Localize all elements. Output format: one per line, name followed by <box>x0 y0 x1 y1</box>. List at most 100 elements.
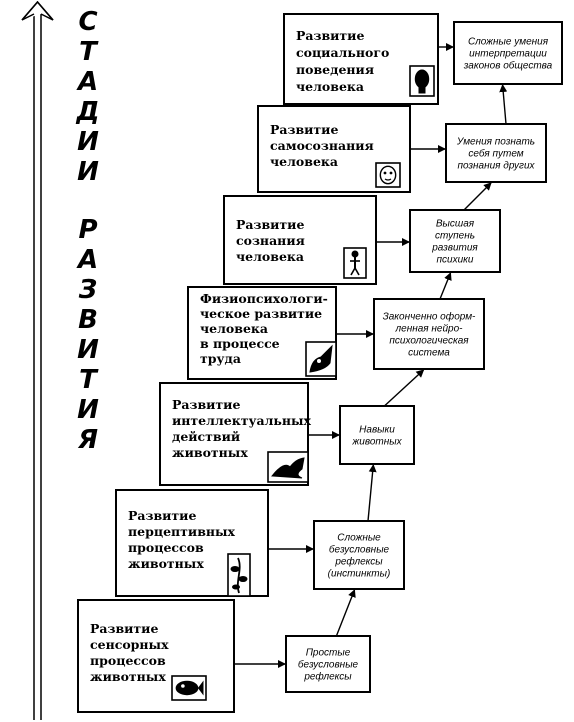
vertical-title-letter: И <box>77 335 99 365</box>
result-label-line: животных <box>351 437 402 448</box>
result-label-line: Законченно оформ- <box>383 311 476 323</box>
stage-label-line: ческое развитие <box>200 306 322 321</box>
plant-icon <box>227 553 251 597</box>
result-label-line: ленная нейро- <box>395 324 464 335</box>
vertical-title-letter: Р <box>78 215 97 245</box>
result-box-frame <box>445 123 547 183</box>
result-box-frame <box>285 635 371 693</box>
vertical-title-letter: В <box>78 305 98 335</box>
result-to-result-arrow <box>335 589 356 637</box>
stage-label-line: в процессе <box>200 336 280 351</box>
head-silhouette-icon <box>409 65 435 97</box>
vertical-title-letter: А <box>76 245 98 275</box>
result-boxes: ПростыебезусловныерефлексыСложныебезусло… <box>285 21 563 693</box>
vertical-arrow <box>21 0 54 720</box>
stage-label-line: перцептивных <box>128 524 236 539</box>
result-label-line: Навыки <box>359 425 395 436</box>
stage-box: Развитие социального поведения человека <box>283 13 439 105</box>
result-box-frame <box>313 520 405 590</box>
hand-tool-icon <box>305 341 337 377</box>
human-figure-icon <box>343 247 367 279</box>
result-label-line: развития <box>431 243 478 254</box>
stage-label-line: самосознания <box>270 138 374 153</box>
stage-label-line: человека <box>200 321 268 336</box>
stage-label-line: процессов <box>128 540 204 555</box>
stage-label-line: животных <box>128 556 204 571</box>
result-label-line: Простые <box>306 648 351 659</box>
result-label-line: познания других <box>457 161 535 172</box>
result-label-line: безусловные <box>329 544 390 556</box>
animal-icon <box>267 451 309 483</box>
vertical-title-letter: Т <box>79 37 99 67</box>
result-label-line: Сложные умения <box>468 37 549 48</box>
stage-label-line: труда <box>200 351 241 366</box>
result-label-line: психики <box>437 255 474 266</box>
stage-label-line: человека <box>296 79 364 94</box>
result-to-result-arrow <box>367 464 377 522</box>
vertical-title-letter: Т <box>79 365 99 395</box>
result-to-result-arrow <box>463 182 492 211</box>
stage-label-line: Развитие <box>172 397 240 412</box>
result-label-line: Сложные <box>337 533 381 544</box>
stage-label-line: человека <box>236 249 304 264</box>
result-label-line: безусловные <box>298 659 359 671</box>
vertical-title-letter: А <box>76 67 98 97</box>
vertical-title-letter: Д <box>75 97 99 127</box>
stage-box: Физиопсихологи-ческое развитиечеловекав … <box>187 286 337 380</box>
stage-label-line: сознания <box>236 233 305 248</box>
result-label-line: рефлексы <box>303 671 352 683</box>
result-label-line: ступень <box>435 231 475 242</box>
stage-label-line: Физиопсихологи- <box>200 291 328 306</box>
result-label-line: психологическая <box>389 336 469 347</box>
vertical-title-letter: Я <box>77 425 98 455</box>
stage-label-line: Развитие <box>236 217 304 232</box>
stage-box-frame <box>77 599 235 713</box>
fish-icon <box>171 675 207 701</box>
stage-label-line: Развитие <box>270 122 338 137</box>
stage-label-line: интеллектуальных <box>172 413 312 428</box>
stage-label-line: процессов <box>90 653 166 668</box>
stage-label-line: Развитие <box>296 28 364 43</box>
result-box: Законченно оформ-ленная нейро-психологич… <box>373 298 485 370</box>
result-label-line: Высшая <box>436 219 475 230</box>
stage-label-line: поведения <box>296 62 374 77</box>
stage-boxes: РазвитиесенсорныхпроцессовживотныхРазвит… <box>77 13 439 713</box>
result-box-frame <box>453 21 563 85</box>
stage-label-line: животных <box>90 669 166 684</box>
stage-label-line: Развитие <box>128 508 196 523</box>
stage-label-line: Развитие <box>90 621 158 636</box>
vertical-title-letter: И <box>77 127 99 157</box>
result-label-line: (инстинкты) <box>328 569 391 580</box>
vertical-title-letter: З <box>78 275 97 305</box>
result-to-result-arrow <box>439 272 452 300</box>
result-box-frame <box>339 405 415 465</box>
connectors <box>234 43 508 668</box>
stage-box-frame <box>283 13 439 105</box>
result-to-result-arrow <box>499 84 508 125</box>
stage-label-line: человека <box>270 154 338 169</box>
vertical-title-letter: С <box>78 7 97 37</box>
vertical-title-letter: И <box>77 395 99 425</box>
result-label-line: законов общества <box>463 60 553 72</box>
result-box-frame <box>409 209 501 273</box>
result-box-frame <box>373 298 485 370</box>
result-label-line: себя путем <box>468 148 523 160</box>
vertical-title-letter: И <box>77 157 99 187</box>
result-label-line: рефлексы <box>334 556 383 568</box>
stage-label-line: социального <box>296 45 389 60</box>
result-label-line: Умения познать <box>456 137 535 148</box>
result-label-line: система <box>408 348 450 359</box>
result-label-line: интерпретации <box>469 49 547 60</box>
